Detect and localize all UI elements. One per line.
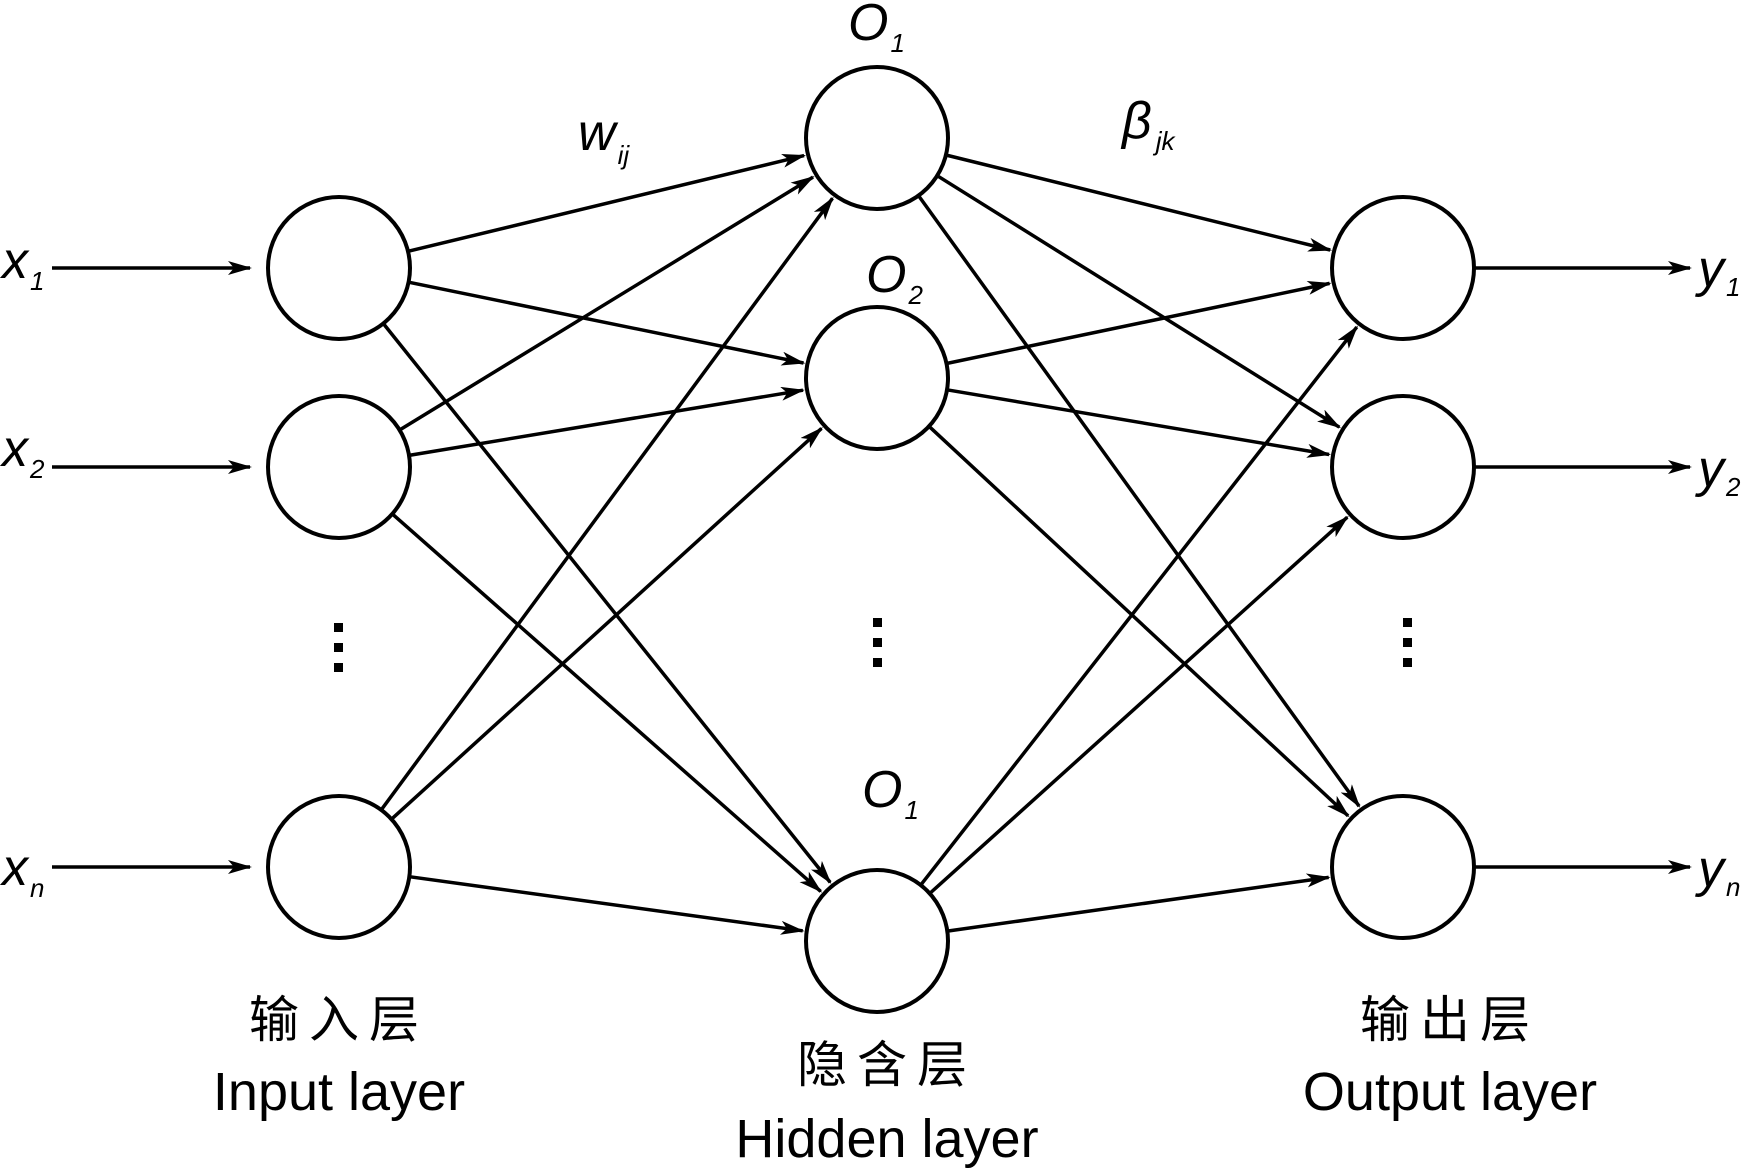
connection-edges [52, 153, 1692, 935]
edge-input-3-hidden-1 [379, 196, 834, 811]
edge-input-2-hidden-1 [398, 175, 815, 432]
hidden-label-2: O2 [866, 246, 923, 310]
input-node-2 [266, 394, 412, 540]
edge-hidden-2-output-2 [946, 388, 1332, 458]
edge-hidden-2-output-1 [946, 281, 1332, 366]
hidden-layer-caption-cn: 隐含层 [797, 1036, 977, 1094]
hidden-node-last [804, 868, 950, 1014]
input-label-2: x2 [0, 420, 45, 484]
output-node-1 [1330, 195, 1476, 341]
edge-input-3-hidden-2 [390, 427, 823, 821]
hidden-label-last: O1 [862, 761, 919, 825]
edge-hidden-2-output-3 [927, 425, 1350, 818]
output-layer-caption-cn: 输出层 [1360, 991, 1540, 1049]
hidden-layer-caption-en: Hidden layer [735, 1109, 1038, 1169]
hidden-node-2 [804, 305, 950, 451]
edge-hidden-1-output-1 [945, 153, 1333, 252]
output-node-n [1330, 794, 1476, 940]
input-ellipsis [334, 623, 343, 672]
output-label-1: y1 [1695, 240, 1740, 302]
hidden-ellipsis [873, 618, 882, 667]
edge-input-1-hidden-1 [407, 153, 807, 254]
output-label-2: y2 [1695, 440, 1741, 502]
edge-hidden-3-output-1 [919, 325, 1359, 887]
input-label-n: xn [0, 839, 44, 903]
output-layer-caption-en: Output layer [1303, 1062, 1597, 1122]
hidden-node-1 [804, 65, 950, 211]
edge-input-2-hidden-2 [408, 386, 805, 458]
input-node-1 [266, 195, 412, 341]
input-label-1: x1 [0, 232, 44, 296]
edge-hidden-3-output-3 [947, 873, 1331, 933]
hidden-label-1: O1 [848, 0, 905, 58]
input-layer-caption-en: Input layer [213, 1062, 465, 1122]
input-layer-caption-cn: 输入层 [249, 991, 429, 1049]
edge-hidden-1-output-2 [936, 174, 1342, 429]
edge-input-1-hidden-2 [408, 280, 806, 366]
output-label-n: yn [1695, 840, 1740, 902]
edge-input-3-hidden-3 [409, 874, 805, 935]
output-ellipsis [1403, 618, 1412, 667]
edge-hidden-1-output-3 [917, 194, 1361, 808]
input-node-n [266, 794, 412, 940]
edge-input-2-hidden-3 [391, 512, 823, 893]
output-node-2 [1330, 394, 1476, 540]
edge-hidden-3-output-2 [928, 515, 1349, 895]
edge-input-1-hidden-3 [381, 322, 832, 884]
weight-label-wij: wij [578, 104, 630, 170]
